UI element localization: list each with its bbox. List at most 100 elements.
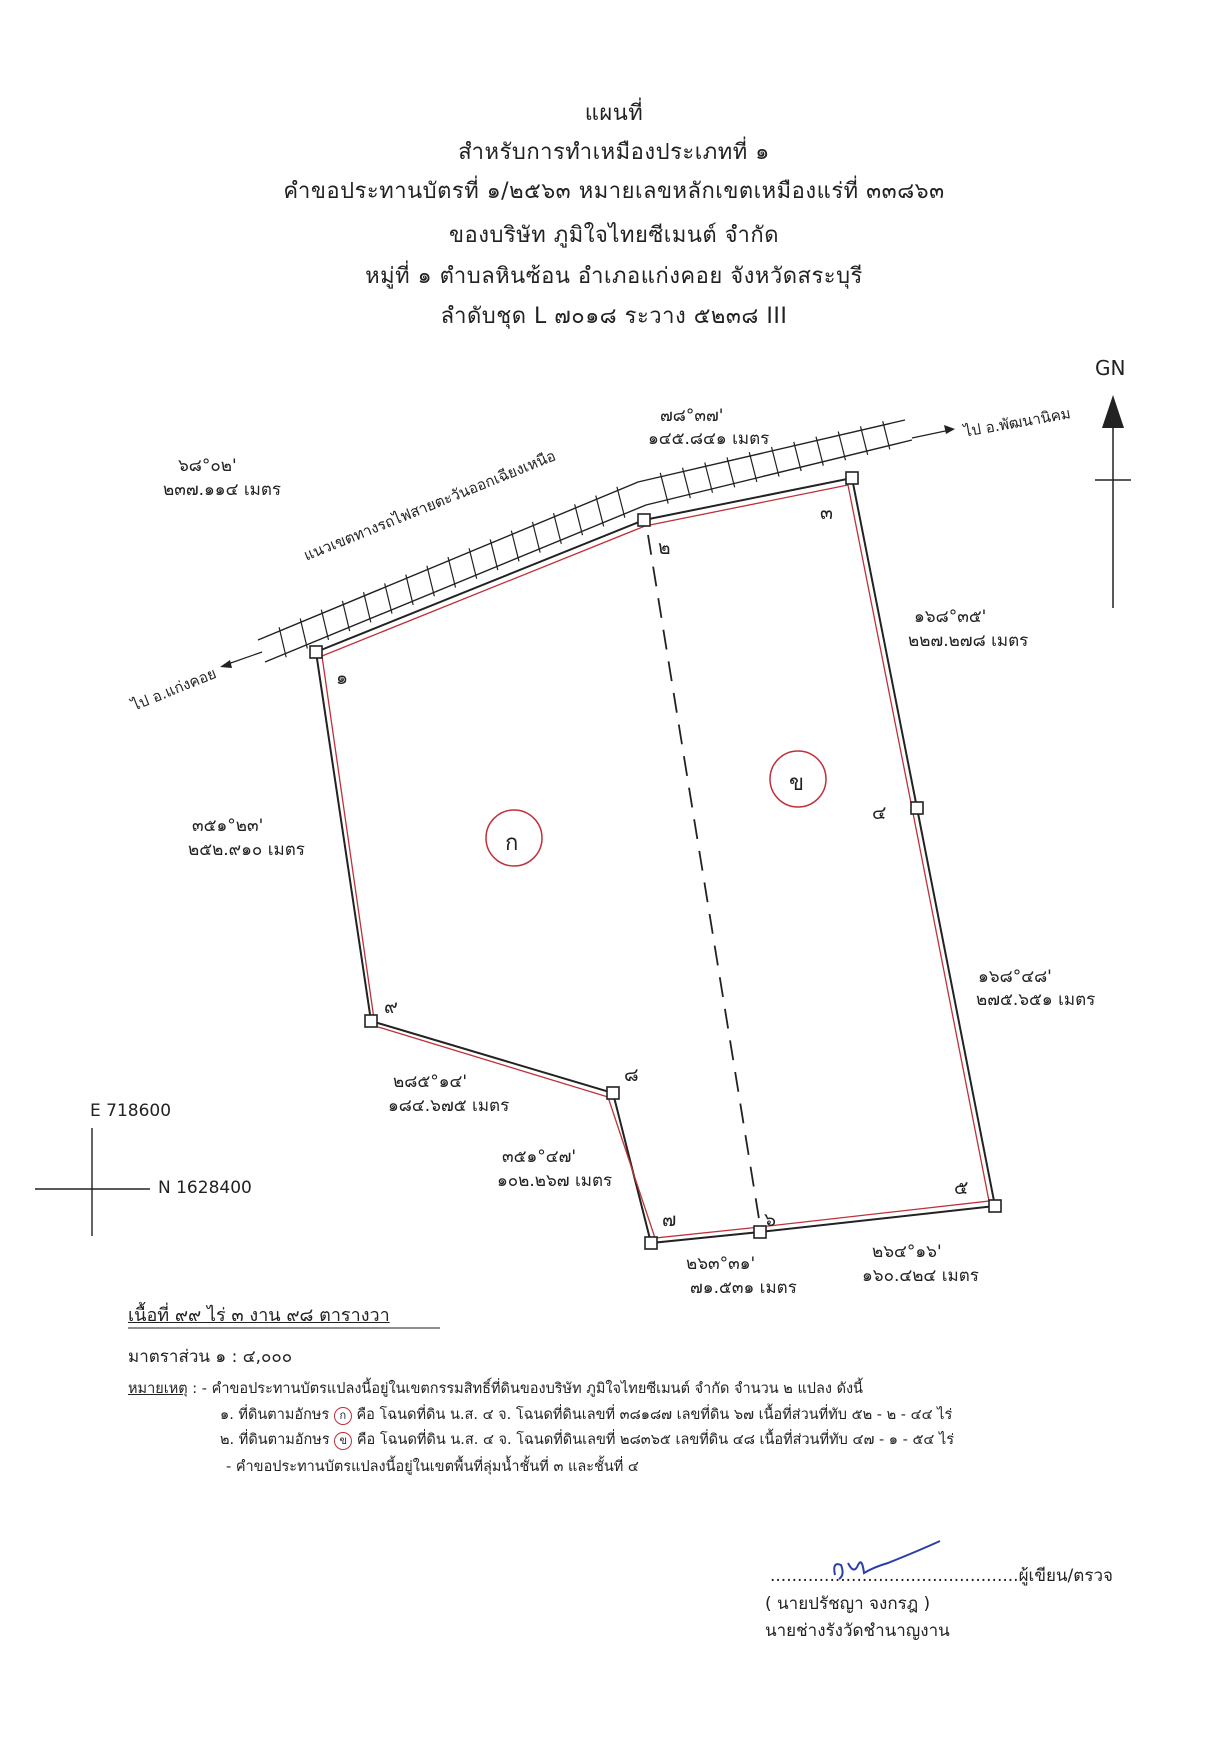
distance-8-9: ๑๘๔.๖๗๕ เมตร — [388, 1096, 510, 1116]
railway-tie — [341, 600, 351, 632]
distance-top: ๑๔๕.๘๔๑ เมตร — [648, 429, 770, 449]
scale-text: มาตราส่วน ๑ : ๔,๐๐๐ — [128, 1347, 293, 1367]
notes-text-1: : - คำขอประทานบัตรแปลงนี้อยู่ในเขตกรรมสิ… — [192, 1381, 863, 1397]
railway-tie — [447, 556, 457, 588]
railway-tie — [278, 627, 287, 658]
northing-label: N 1628400 — [158, 1178, 252, 1198]
notes-line-2: ๑. ที่ดินตามอักษร ก คือ โฉนดที่ดิน น.ส. … — [220, 1403, 952, 1426]
point-4-label: ๔ — [872, 802, 887, 824]
railway-tie — [595, 495, 605, 527]
area-text: เนื้อที่ ๙๙ ไร่ ๓ งาน ๙๘ ตารางวา — [128, 1305, 390, 1326]
bearing-7-8: ๓๕๑°๔๗' — [502, 1147, 577, 1167]
notes-text-3a: ๒. ที่ดินตามอักษร — [220, 1432, 330, 1448]
grid-reference-cross — [35, 1128, 150, 1236]
north-arrow-icon — [1095, 395, 1131, 608]
parcel-b-circle — [769, 750, 827, 808]
point-8-label: ๘ — [624, 1064, 639, 1086]
railway-tie — [770, 446, 780, 477]
distance-6-7: ๗๑.๕๓๑ เมตร — [690, 1278, 797, 1298]
map-subtitle-3: ของบริษัท ภูมิใจไทยซีเมนต์ จำกัด — [449, 223, 779, 248]
railway-tie — [362, 591, 372, 623]
marker-3-icon — [845, 471, 859, 485]
railway-tie — [468, 548, 478, 579]
bearing-4-5: ๑๖๘°๔๘' — [978, 967, 1052, 987]
distance-top-left: ๒๓๗.๑๑๔ เมตร — [163, 480, 282, 500]
map-title: แผนที่ — [584, 101, 644, 126]
railway-tie — [552, 512, 562, 545]
railway-tie — [882, 421, 891, 450]
marker-8-icon — [606, 1086, 620, 1100]
parcel-b-badge: ข — [334, 1432, 353, 1450]
railway-tie — [726, 457, 736, 488]
point-7-label: ๗ — [662, 1209, 677, 1231]
marker-6-icon — [753, 1225, 767, 1239]
railway-tie — [384, 583, 393, 614]
railway-tie — [681, 467, 691, 499]
marker-9-icon — [364, 1014, 378, 1028]
parcel-a-circle — [485, 809, 543, 867]
bearing-6-7: ๒๖๓°๓๑' — [686, 1254, 756, 1274]
bearing-3-4: ๑๖๘°๓๕' — [914, 607, 987, 627]
railway-tie — [815, 436, 824, 466]
map-subtitle-4: หมู่ที่ ๑ ตำบลหินซ้อน อำเภอแก่งคอย จังหว… — [365, 264, 863, 289]
railway-tie — [704, 462, 714, 493]
railway-tie — [793, 441, 802, 472]
marker-2-icon — [637, 513, 651, 527]
signature-scribble — [833, 1540, 941, 1580]
signature-role: ผู้เขียน/ตรวจ — [1018, 1566, 1113, 1586]
arrow-right-icon — [911, 425, 955, 439]
north-label: GN — [1095, 356, 1126, 380]
notes-text-2a: ๑. ที่ดินตามอักษร — [220, 1407, 330, 1423]
point-2-label: ๒ — [658, 537, 671, 559]
parcel-divider-line — [647, 534, 761, 1226]
parcel-a-badge: ก — [333, 1407, 352, 1425]
map-subtitle-1: สำหรับการทำเหมืองประเภทที่ ๑ — [458, 140, 770, 165]
marker-7-icon — [644, 1236, 658, 1250]
railway-tie — [510, 530, 520, 562]
signature-dots: ........................................… — [770, 1566, 1019, 1586]
marker-5-icon — [988, 1199, 1002, 1213]
parcel-a-label: ก — [505, 831, 519, 856]
map-subtitle-2: คำขอประทานบัตรที่ ๑/๒๕๖๓ หมายเลขหลักเขตเ… — [283, 179, 945, 204]
signer-name: ( นายปรัชญา จงกรฎ ) — [765, 1594, 931, 1614]
boundary-inner-red — [321, 484, 990, 1239]
railway-tie — [320, 609, 330, 640]
distance-5-6: ๑๖๐.๔๒๔ เมตร — [862, 1266, 979, 1286]
point-1-label: ๑ — [336, 667, 349, 689]
railway-tie — [574, 504, 584, 536]
railway-tie — [837, 431, 847, 461]
point-9-label: ๙ — [384, 996, 398, 1018]
distance-4-5: ๒๗๕.๖๕๑ เมตร — [976, 990, 1096, 1010]
point-5-label: ๕ — [954, 1177, 969, 1199]
bearing-top: ๗๘°๓๗' — [660, 406, 724, 426]
signature-line: ........................................… — [770, 1562, 1113, 1589]
distance-7-8: ๑๐๒.๒๖๗ เมตร — [497, 1171, 613, 1191]
signer-title: นายช่างรังวัดชำนาญงาน — [765, 1621, 950, 1641]
arrow-left-icon — [220, 651, 263, 668]
railway-line — [257, 419, 913, 663]
railway-tie — [616, 486, 626, 518]
notes-text-3b: คือ โฉนดที่ดิน น.ส. ๔ จ. โฉนดที่ดินเลขที… — [356, 1432, 955, 1448]
bearing-top-left: ๖๘°๐๒' — [178, 456, 237, 476]
distance-9-1: ๒๕๒.๙๑๐ เมตร — [188, 840, 305, 860]
bearing-8-9: ๒๘๕°๑๔' — [393, 1072, 468, 1092]
railway-tie — [531, 521, 541, 553]
notes-line-1: หมายเหตุ : - คำขอประทานบัตรแปลงนี้อยู่ใน… — [128, 1377, 863, 1400]
boundary-polygon — [314, 476, 997, 1245]
marker-4-icon — [910, 801, 924, 815]
railway-tie — [489, 539, 499, 571]
railway-tie — [659, 472, 669, 504]
notes-line-3: ๒. ที่ดินตามอักษร ข คือ โฉนดที่ดิน น.ส. … — [220, 1428, 954, 1451]
railway-tie — [405, 574, 414, 606]
point-6-label: ๖ — [764, 1209, 777, 1231]
notes-line-4: - คำขอประทานบัตรแปลงนี้อยู่ในเขตพื้นที่ล… — [226, 1459, 639, 1475]
railway-tie — [299, 618, 308, 649]
bearing-9-1: ๓๕๑°๒๓' — [192, 816, 264, 836]
point-3-label: ๓ — [820, 502, 833, 524]
marker-1-icon — [309, 645, 323, 659]
map-subtitle-5: ลำดับชุด L ๗๐๑๘ ระวาง ๕๒๓๘ III — [440, 304, 788, 329]
distance-3-4: ๒๒๗.๒๗๘ เมตร — [908, 631, 1029, 651]
railway-tie — [426, 565, 435, 597]
railway-tie — [859, 426, 869, 455]
